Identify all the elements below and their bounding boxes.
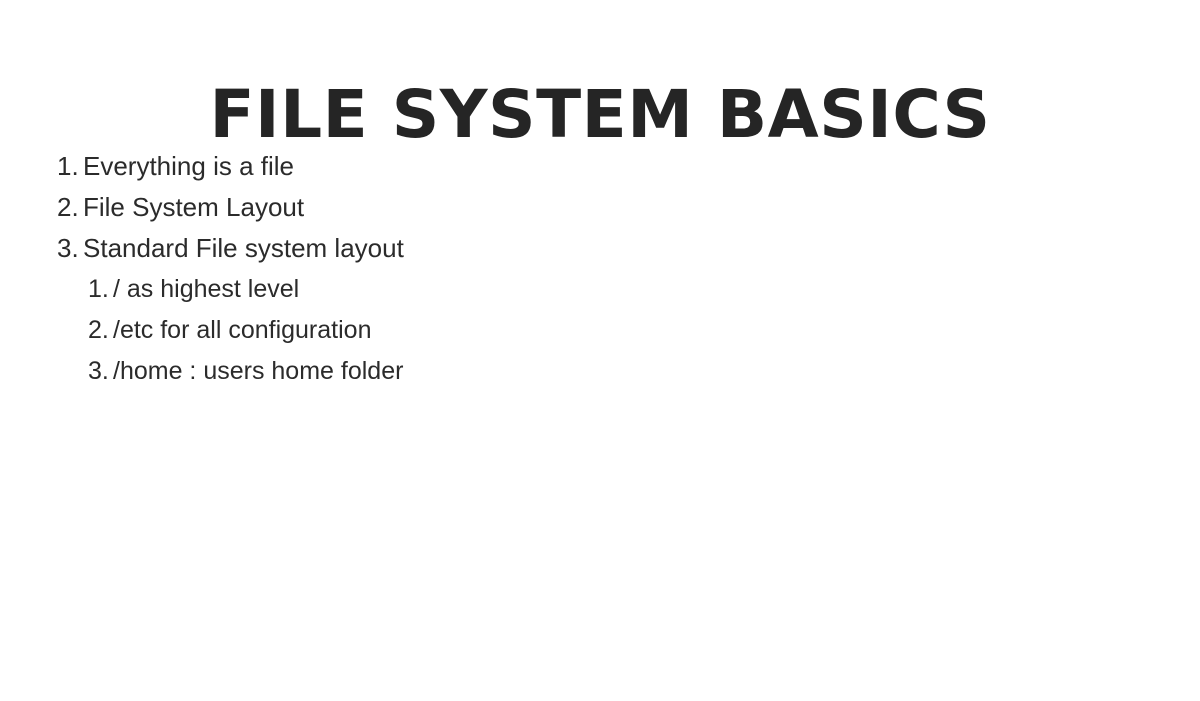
outline-list-level-1: 1.Everything is a file 2.File System Lay… (57, 146, 1137, 392)
list-marker: 3. (88, 357, 109, 385)
list-marker: 1. (88, 275, 109, 303)
list-marker: 1. (57, 151, 79, 181)
outline-list-level-2: 1./ as highest level 2./etc for all conf… (57, 269, 1137, 392)
list-item-label: / as highest level (113, 275, 300, 303)
list-item-label: Standard File system layout (83, 233, 404, 263)
list-item: 1.Everything is a file (57, 146, 1137, 187)
list-item: 1./ as highest level (88, 269, 1137, 310)
list-item: 2./etc for all configuration (88, 310, 1137, 351)
list-marker: 2. (57, 192, 79, 222)
list-item: 2.File System Layout (57, 187, 1137, 228)
list-item: 3./home : users home folder (88, 351, 1137, 392)
slide-body-content: 1.Everything is a file 2.File System Lay… (57, 146, 1137, 392)
page-title: FILE SYSTEM BASICS (209, 76, 991, 154)
list-item-label: Everything is a file (83, 151, 294, 181)
list-item-label: /home : users home folder (113, 357, 404, 385)
list-marker: 2. (88, 316, 109, 344)
list-item: 3.Standard File system layout 1./ as hig… (57, 228, 1137, 392)
list-item-label: /etc for all configuration (113, 316, 372, 344)
list-marker: 3. (57, 233, 79, 263)
list-item-label: File System Layout (83, 192, 305, 222)
